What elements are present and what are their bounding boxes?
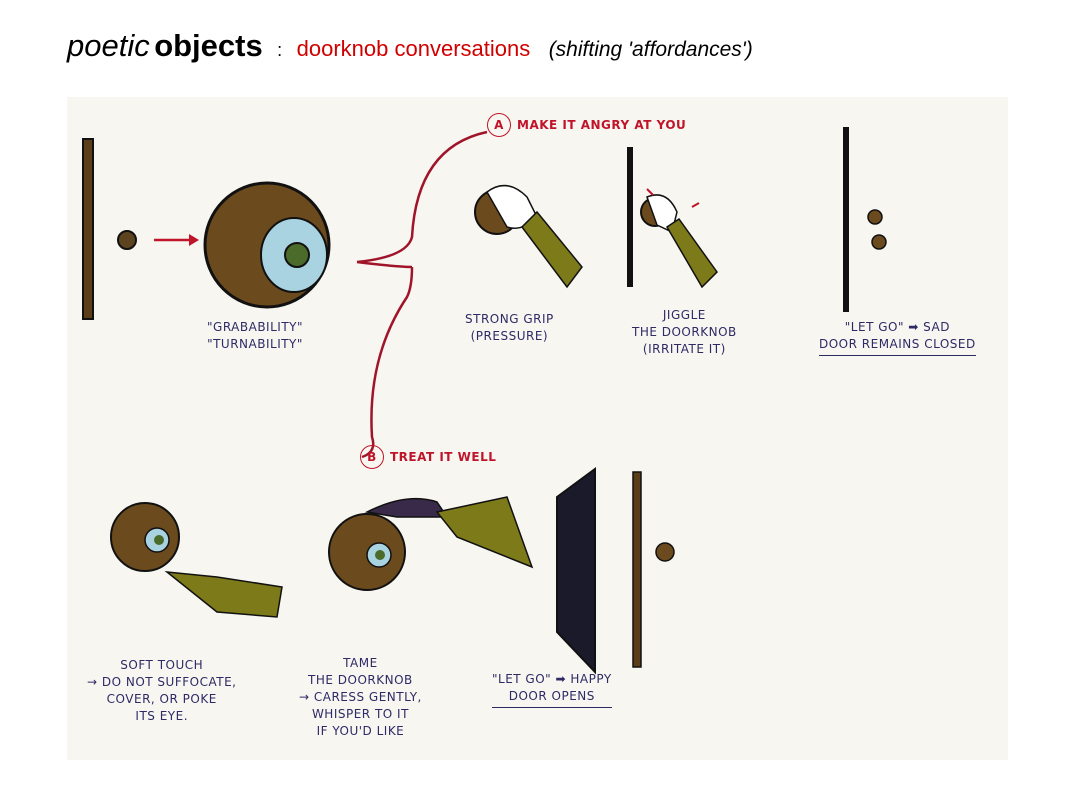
caption-tame: Tame the doorknob → caress gently, whisp… — [299, 655, 422, 740]
caption-strong-grip: Strong grip (pressure) — [465, 311, 554, 345]
title-subtitle: doorknob conversations — [296, 36, 531, 61]
small-knob-icon — [655, 542, 675, 562]
caption-line: Jiggle — [662, 308, 706, 322]
sketch-illustration: "Grabability" "Turnability" A Make it ang… — [67, 97, 1008, 760]
caption-line: Soft touch — [120, 658, 204, 672]
caption-line: "Let go" ➡ happy — [492, 672, 612, 686]
caption-line: (irritate it) — [642, 342, 726, 356]
sketch-drawings — [82, 127, 887, 675]
caption-line: "Grabability" — [207, 320, 303, 334]
caption-line: if you'd like — [316, 724, 405, 738]
caption-line: door remains closed — [819, 336, 976, 356]
closed-door-icon — [843, 127, 849, 312]
intro-caption: "Grabability" "Turnability" — [207, 319, 303, 353]
slide-title: poetic objects : doorknob conversations … — [67, 28, 753, 64]
caption-line: → do not suffocate, — [87, 675, 237, 689]
jiggle-hand-icon — [640, 188, 718, 289]
branch-a-letter: A — [487, 113, 511, 137]
caption-line: cover, or poke — [106, 692, 217, 706]
small-knob-icon — [117, 230, 137, 250]
caption-line: (pressure) — [470, 329, 549, 343]
branch-bracket — [356, 130, 488, 459]
branch-a-heading: A Make it angry at you — [487, 113, 686, 137]
caption-happy-door: "Let go" ➡ happy door opens — [492, 671, 612, 708]
caption-line: the doorknob — [632, 325, 737, 339]
open-door-icon — [556, 467, 596, 675]
caption-line: door opens — [492, 688, 612, 708]
caption-soft-touch: Soft touch → do not suffocate, cover, or… — [87, 657, 236, 725]
branch-a-label: Make it angry at you — [517, 118, 687, 132]
caress-knob-icon — [328, 496, 534, 591]
caption-sad-door: "Let go" ➡ sad door remains closed — [819, 319, 976, 356]
caption-line: "Turnability" — [207, 337, 303, 351]
door-edge-icon — [632, 471, 642, 668]
branch-b-letter: B — [360, 445, 384, 469]
small-knob-icon — [867, 209, 883, 225]
strong-grip-hand-icon — [474, 184, 583, 289]
title-separator: : — [277, 40, 283, 60]
caption-jiggle: Jiggle the doorknob (irritate it) — [632, 307, 737, 358]
door-edge-icon — [627, 147, 633, 287]
big-knob-eye-icon — [203, 181, 331, 309]
branch-b-label: Treat it well — [390, 450, 497, 464]
door-edge-icon — [82, 138, 94, 320]
caption-line: → caress gently, — [299, 690, 422, 704]
title-poetic: poetic — [67, 28, 150, 63]
caption-line: Tame — [343, 656, 378, 670]
caption-line: the doorknob — [308, 673, 413, 687]
caption-line: Strong grip — [465, 312, 554, 326]
caption-line: "Let go" ➡ sad — [844, 320, 950, 334]
branch-b-heading: B Treat it well — [360, 445, 496, 469]
title-objects: objects — [154, 28, 263, 63]
soft-touch-knob-icon — [110, 502, 283, 618]
title-parenthetical: (shifting 'affordances') — [548, 38, 753, 61]
caption-line: its eye. — [135, 709, 189, 723]
caption-line: whisper to it — [311, 707, 409, 721]
